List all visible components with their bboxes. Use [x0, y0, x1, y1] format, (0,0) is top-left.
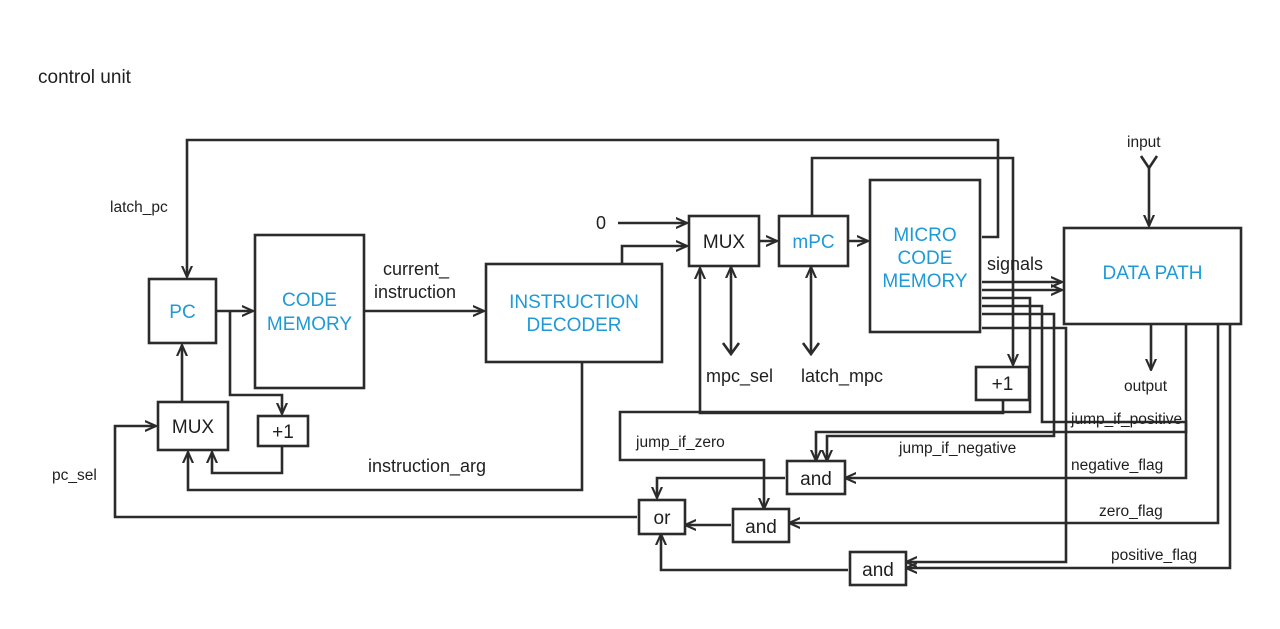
wire-jump-to-and-positive	[906, 326, 1068, 562]
svg-text:and: and	[800, 469, 832, 490]
block-code-memory: CODE MEMORY	[253, 233, 366, 390]
svg-text:INSTRUCTION: INSTRUCTION	[509, 292, 639, 313]
wires	[113, 138, 1232, 572]
svg-text:MEMORY: MEMORY	[267, 314, 352, 335]
svg-text:or: or	[654, 508, 672, 529]
wire-positive-flag	[906, 324, 1232, 568]
wire-and-positive-to-or	[661, 534, 848, 572]
block-pc-inc: +1	[256, 414, 310, 448]
svg-text:and: and	[862, 560, 894, 581]
label-zero-flag: zero_flag	[1099, 503, 1163, 520]
block-data-path: DATA PATH	[1062, 226, 1243, 326]
block-pc-mux: MUX	[156, 400, 230, 452]
wire-zero-flag	[789, 324, 1220, 523]
label-positive-flag: positive_flag	[1111, 547, 1197, 564]
block-pc: PC	[147, 277, 218, 345]
block-instruction-decoder: INSTRUCTION DECODER	[484, 262, 664, 364]
wire-jump-if-negative	[827, 312, 1056, 461]
svg-text:+1: +1	[992, 374, 1014, 395]
wire-pc-to-inc	[228, 311, 282, 414]
label-output: output	[1124, 378, 1168, 395]
diagram-title: control unit	[38, 67, 132, 88]
label-negative-flag: negative_flag	[1071, 457, 1163, 474]
gate-and-negative: and	[785, 459, 847, 496]
svg-text:and: and	[745, 517, 777, 538]
svg-text:MEMORY: MEMORY	[882, 271, 967, 292]
label-input: input	[1127, 134, 1161, 151]
svg-text:PC: PC	[169, 302, 195, 323]
wire-pc-sel	[113, 426, 637, 519]
label-current-instruction-2: instruction	[374, 282, 456, 302]
gate-and-positive: and	[848, 550, 908, 587]
gate-or: or	[637, 498, 687, 536]
gate-and-zero: and	[731, 507, 791, 544]
label-signals: signals	[987, 254, 1043, 274]
svg-text:DATA PATH: DATA PATH	[1103, 263, 1203, 284]
label-current-instruction-1: current_	[383, 259, 450, 280]
svg-text:mPC: mPC	[792, 232, 834, 253]
svg-text:MUX: MUX	[172, 417, 215, 438]
block-mpc: mPC	[777, 214, 850, 268]
wire-instruction-arg	[188, 363, 584, 492]
svg-text:+1: +1	[272, 422, 294, 443]
label-latch-pc: latch_pc	[110, 199, 168, 216]
svg-text:DECODER: DECODER	[526, 315, 621, 336]
svg-text:CODE: CODE	[898, 248, 953, 269]
wire-mpc-to-mpc-inc	[810, 156, 1013, 365]
block-mpc-inc: +1	[974, 365, 1031, 402]
label-mpc-sel: mpc_sel	[706, 366, 773, 387]
label-jump-if-negative: jump_if_negative	[898, 440, 1016, 457]
wire-decoder-to-mpc-mux	[620, 246, 687, 264]
label-jump-if-positive: jump_if_positive	[1070, 411, 1182, 428]
block-mpc-mux: MUX	[687, 214, 761, 268]
block-micro-code-memory: MICRO CODE MEMORY	[868, 178, 982, 334]
label-jump-if-zero: jump_if_zero	[635, 434, 725, 451]
wire-latch-pc	[187, 138, 1000, 277]
wire-inc-to-mux	[212, 446, 284, 475]
label-latch-mpc: latch_mpc	[801, 366, 883, 387]
svg-text:MICRO: MICRO	[893, 225, 956, 246]
wire-negative-flag	[845, 324, 1188, 478]
label-instruction-arg: instruction_arg	[368, 456, 486, 477]
label-pc-sel: pc_sel	[52, 467, 97, 484]
svg-text:MUX: MUX	[703, 232, 746, 253]
svg-text:CODE: CODE	[282, 290, 337, 311]
label-zero-const: 0	[596, 213, 606, 233]
wire-jump-if-zero	[618, 296, 1032, 509]
wire-and-negative-to-or	[657, 476, 785, 498]
signal-labels: latch_pc pc_sel current_ instruction ins…	[52, 134, 1197, 564]
